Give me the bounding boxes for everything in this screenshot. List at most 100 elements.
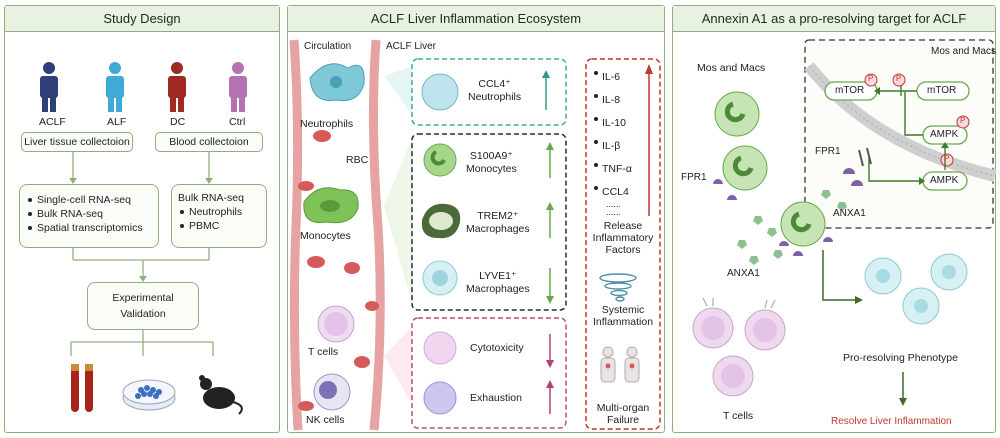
trem2-label-line1: TREM2⁺	[477, 210, 519, 222]
release-line3: Factors	[605, 244, 641, 256]
fpr1-left-label: FPR1	[681, 172, 707, 183]
s100a9-monocyte-icon	[423, 143, 457, 177]
lyve1-macrophages-label: LYVE1⁺ Macrophages	[466, 270, 530, 296]
inflammatory-factor-box	[585, 58, 661, 430]
ccl4-neutrophil-icon	[421, 73, 459, 111]
petri-dish-icon	[122, 379, 176, 411]
phospho-p-2: P	[896, 74, 902, 83]
ecosystem-panel: ACLF Liver Inflammation Ecosystem	[287, 5, 665, 433]
ccl4-label-line2: Neutrophils	[468, 91, 522, 103]
neutrophil-subset-box	[411, 58, 567, 126]
exhaustion-cell-icon	[423, 381, 457, 415]
t-cell-icon	[317, 305, 355, 343]
pro-resolving-label: Pro-resolving Phenotype	[843, 352, 958, 364]
blood-methods-box: Bulk RNA-seq Neutrophils PBMC	[171, 184, 267, 248]
macrophage-top-icon	[714, 91, 760, 137]
method-spatial: Spatial transcriptomics	[26, 221, 152, 235]
mos-macs-label: Mos and Macs	[697, 62, 766, 74]
phospho-p-4: P	[944, 154, 950, 163]
ampk-top-label: AMPK	[930, 129, 959, 140]
ecosystem-title: ACLF Liver Inflammation Ecosystem	[288, 6, 664, 32]
cytotoxicity-cell-icon	[423, 331, 457, 365]
pro-resolving-macrophages-icon	[864, 253, 968, 325]
ampk-bottom-label: AMPK	[930, 175, 959, 186]
macrophage-mid-icon	[722, 145, 768, 191]
release-factors-label: Release Inflammatory Factors	[588, 220, 658, 256]
group-label-ctrl: Ctrl	[229, 116, 246, 128]
monocytes-label: Monocytes	[300, 230, 351, 242]
annexin-illustration	[692, 39, 997, 406]
lyve1-label-line2: Macrophages	[466, 283, 530, 295]
study-design-panel: Study Design ACLF ALF DC Ctrl	[4, 5, 280, 433]
systemic-line1: Systemic	[601, 304, 645, 316]
ctrl-person-icon	[229, 62, 247, 112]
rbc-cells-icon	[298, 130, 379, 411]
method-neutrophils: Neutrophils	[178, 205, 260, 219]
blood-methods-title: Bulk RNA-seq	[178, 192, 244, 204]
mtor-right-label: mTOR	[927, 85, 957, 96]
tcells-label-p3: T cells	[723, 410, 754, 422]
blood-tubes-icon	[71, 364, 93, 412]
systemic-inflammation-icon	[599, 273, 637, 302]
method-scrna: Single-cell RNA-seq	[26, 193, 152, 207]
study-design-title: Study Design	[5, 6, 279, 32]
lyve1-label-line1: LYVE1⁺	[479, 270, 517, 282]
macrophage-anxa1-icon	[780, 201, 826, 247]
alf-person-icon	[106, 62, 124, 112]
multiorgan-line1: Multi-organ	[596, 402, 650, 414]
trem2-macrophages-label: TREM2⁺ Macrophages	[466, 210, 530, 236]
liver-methods-box: Single-cell RNA-seq Bulk RNA-seq Spatial…	[19, 184, 159, 248]
tcells-label: T cells	[308, 346, 339, 358]
factor-ellipsis-2: ......	[606, 207, 622, 217]
tcells-group-icon	[692, 307, 786, 397]
nk-cell-icon	[313, 373, 351, 411]
s100a9-label-line2: Monocytes	[466, 163, 517, 175]
group-label-aclf: ACLF	[39, 116, 66, 128]
aclf-liver-label: ACLF Liver	[386, 41, 437, 52]
ecosystem-illustration	[289, 39, 661, 431]
factor-il10: IL-10	[602, 117, 626, 129]
blood-collection-box: Blood collectoion	[155, 132, 263, 152]
systemic-line2: Inflammation	[592, 316, 654, 328]
factor-ilb: IL-β	[602, 140, 621, 152]
circulation-label: Circulation	[304, 41, 352, 52]
trem2-label-line2: Macrophages	[466, 223, 530, 235]
dc-person-icon	[168, 62, 186, 112]
ccl4-neutrophils-label: CCL4⁺ Neutrophils	[468, 78, 521, 104]
blood-vessel-walls	[289, 39, 385, 431]
aclf-person-icon	[40, 62, 58, 112]
cytotoxicity-label: Cytotoxicity	[470, 342, 524, 354]
ccl4-label-line1: CCL4⁺	[478, 78, 511, 90]
release-line2: Inflammatory	[592, 232, 654, 244]
multi-organ-failure-label: Multi-organ Failure	[588, 402, 658, 426]
method-bulk: Bulk RNA-seq	[26, 207, 152, 221]
release-line1: Release	[603, 220, 643, 232]
rbc-label: RBC	[346, 154, 369, 166]
inflammatory-factor-list: IL-6 IL-8 IL-10 IL-β TNF-α CCL4	[602, 66, 632, 204]
factor-ccl4: CCL4	[602, 186, 629, 198]
group-label-dc: DC	[170, 116, 186, 128]
phospho-p-1: P	[868, 74, 874, 83]
factor-il6: IL-6	[602, 71, 621, 83]
mouse-icon	[199, 375, 243, 415]
s100a9-label-line1: S100A9⁺	[469, 150, 513, 162]
fpr1-receptors-icon	[713, 179, 833, 256]
anxa1-inset-label: ANXA1	[833, 208, 866, 219]
phospho-p-3: P	[960, 116, 966, 125]
factor-tnfa: TNF-α	[602, 163, 632, 175]
factor-ellipsis-1: ......	[606, 199, 622, 209]
monocyte-cell-icon	[303, 187, 359, 224]
resolve-inflammation-label: Resolve Liver Inflammation	[831, 416, 952, 427]
inset-title-label: Mos and Macs	[931, 46, 997, 57]
s100a9-monocytes-label: S100A9⁺ Monocytes	[466, 150, 517, 176]
multiorgan-line2: Failure	[606, 414, 640, 426]
anxa1-main-label: ANXA1	[727, 268, 760, 279]
method-pbmc: PBMC	[178, 219, 260, 233]
factor-il8: IL-8	[602, 94, 621, 106]
liver-tissue-collection-box: Liver tissue collectoion	[21, 132, 133, 152]
fpr1-inset-label: FPR1	[815, 146, 841, 157]
nkcells-label: NK cells	[306, 414, 345, 426]
annexin-title: Annexin A1 as a pro-resolving target for…	[673, 6, 995, 32]
neutrophils-label: Neutrophils	[300, 118, 354, 130]
factor-ellipsis: ...... ......	[606, 199, 622, 217]
